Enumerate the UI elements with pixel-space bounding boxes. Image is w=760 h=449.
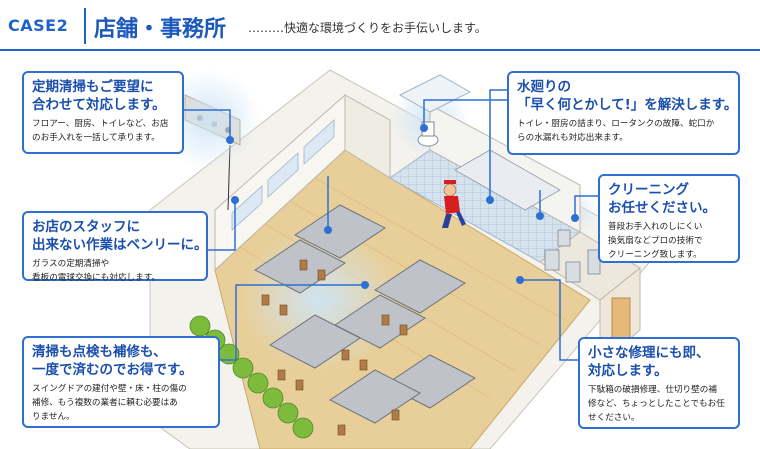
page-subtitle: ………快適な環境づくりをお手伝いします。 [248, 21, 487, 35]
worker-figure-icon [442, 180, 466, 228]
callout-body: スイングドアの建付や壁・床・柱の傷の 補修、もう複数の業者に頼む必要はあ りませ… [32, 384, 187, 422]
toilet-room [398, 74, 472, 113]
callout-body: ガラスの定期清掃や 看板の電球交換にも対応します。 [32, 259, 161, 283]
callout-title: 清掃も点検も補修も、 一度で済むのでお得です。 [32, 344, 193, 378]
callout-title: クリーニング お任せください。 [608, 182, 716, 216]
callout-regular-cleaning: 定期清掃もご要望に 合わせて対応します。 フロアー、厨房、トイレなど、お店 のお… [22, 71, 184, 154]
kitchen-counter [454, 149, 561, 211]
shelf-units [544, 229, 601, 283]
case-label: CASE2 [8, 16, 69, 35]
callout-plumbing: 水廻りの 「早く何とかして!」を解決します。 トイレ・厨房の詰まり、ロータンクの… [507, 71, 740, 155]
callout-title: 定期清掃もご要望に 合わせて対応します。 [32, 79, 166, 113]
callout-body: 普段お手入れのしにくい 換気扇などプロの技術で クリーニング致します。 [608, 222, 703, 260]
callout-small-repairs: 小さな修理にも即、 対応します。 下駄箱の破損修理、仕切り壁の補 修など、ちょっ… [578, 337, 740, 429]
callout-title: 小さな修理にも即、 対応します。 [588, 345, 710, 379]
header-rule [0, 49, 760, 51]
glow-spot-sign [160, 70, 260, 170]
callout-staff-tasks: お店のスタッフに 出来ない作業はベンリーに。 ガラスの定期清掃や 看板の電球交換… [22, 211, 208, 283]
header-divider [84, 8, 86, 44]
callout-title: お店のスタッフに 出来ない作業はベンリーに。 [32, 219, 208, 253]
callout-one-stop-service: 清掃も点検も補修も、 一度で済むのでお得です。 スイングドアの建付や壁・床・柱の… [22, 336, 220, 428]
marker-dot-icon [226, 124, 579, 289]
callout-title: 水廻りの 「早く何とかして!」を解決します。 [517, 79, 738, 113]
callout-body: トイレ・厨房の詰まり、ロータンクの故障、蛇口か らの水漏れも対応出来ます。 [517, 119, 715, 143]
window-row [231, 119, 335, 231]
chair-group [261, 259, 408, 436]
leader-lines [184, 89, 598, 361]
page-title: 店舗・事務所 [94, 17, 227, 42]
callout-body: フロアー、厨房、トイレなど、お店 のお手入れを一括して承ります。 [32, 119, 169, 143]
plant-hedge [189, 315, 314, 439]
callout-body: 下駄箱の破損修理、仕切り壁の補 修など、ちょっとしたことでもお任 せください。 [588, 385, 725, 423]
callout-cleaning: クリーニング お任せください。 普段お手入れのしにくい 換気扇などプロの技術で … [598, 174, 740, 263]
